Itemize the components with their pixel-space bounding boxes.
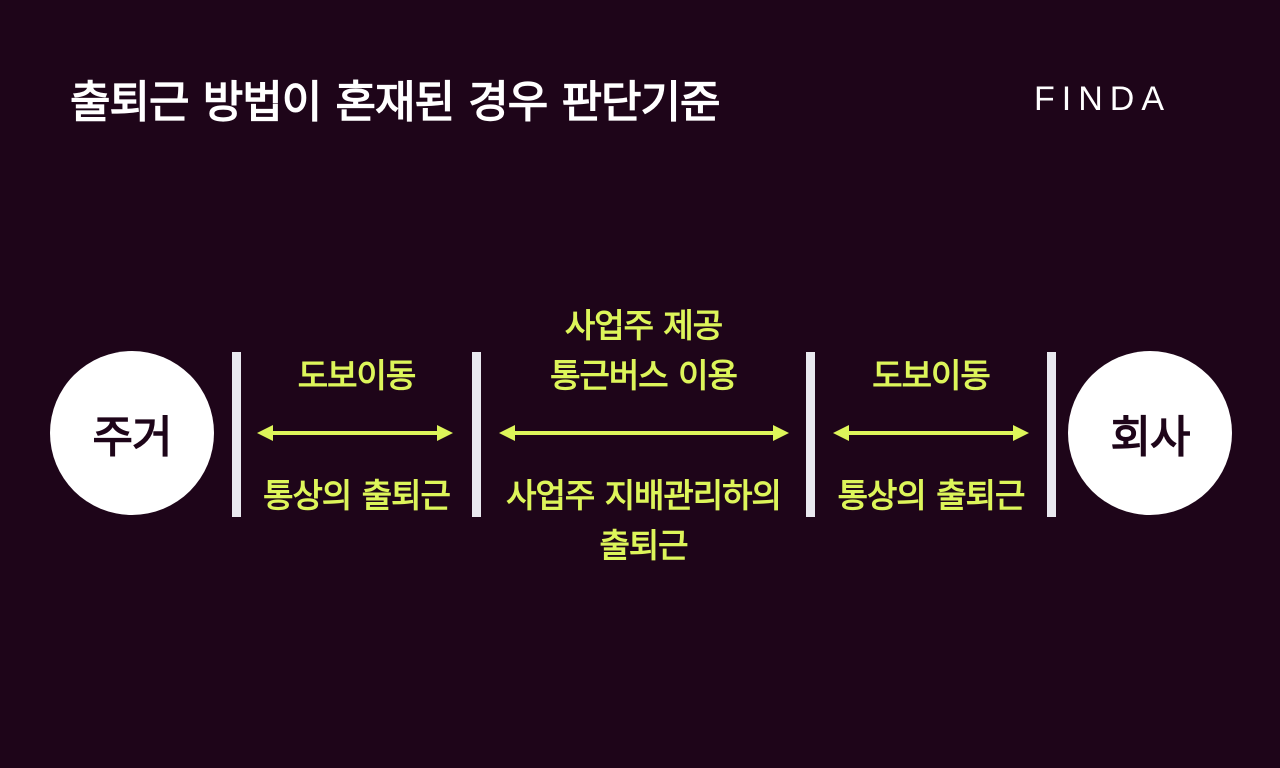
segment-2-top-label: 사업주 제공 통근버스 이용: [481, 301, 806, 401]
divider-1: [232, 352, 241, 517]
segment-1-top-line-1: 도보이동: [297, 356, 416, 395]
divider-2: [472, 352, 481, 517]
segment-1-bottom-label: 통상의 출퇴근: [241, 471, 472, 521]
double-arrow-icon: [499, 425, 789, 441]
segment-3-bottom-label: 통상의 출퇴근: [815, 471, 1047, 521]
end-node-label: 회사: [1110, 412, 1191, 463]
segment-1-arrow: [257, 424, 453, 442]
segment-2-top-line-1: 사업주 제공: [564, 306, 723, 345]
brand-logo: FINDA: [1034, 80, 1171, 118]
divider-3: [806, 352, 815, 517]
segment-3-top-line-1: 도보이동: [872, 356, 990, 395]
page-title: 출퇴근 방법이 혼재된 경우 판단기준: [70, 77, 720, 128]
double-arrow-icon: [257, 425, 453, 441]
segment-3-arrow: [833, 424, 1029, 442]
segment-2-bottom-label: 사업주 지배관리하의 출퇴근: [481, 471, 806, 571]
segment-1-bottom-line-1: 통상의 출퇴근: [263, 476, 451, 515]
segment-2-bottom-line-1: 사업주 지배관리하의: [506, 476, 782, 515]
segment-3-bottom-line-1: 통상의 출퇴근: [837, 476, 1026, 515]
segment-1-top-label: 도보이동: [241, 351, 472, 401]
double-arrow-icon: [833, 425, 1029, 441]
segment-2-top-line-2: 통근버스 이용: [550, 356, 738, 395]
end-node-circle: 회사: [1068, 351, 1232, 515]
start-node-label: 주거: [92, 412, 173, 463]
segment-2-bottom-line-2: 출퇴근: [599, 526, 688, 565]
segment-3-top-label: 도보이동: [815, 351, 1047, 401]
start-node-circle: 주거: [50, 351, 214, 515]
divider-4: [1047, 352, 1056, 517]
segment-2-arrow: [499, 424, 789, 442]
